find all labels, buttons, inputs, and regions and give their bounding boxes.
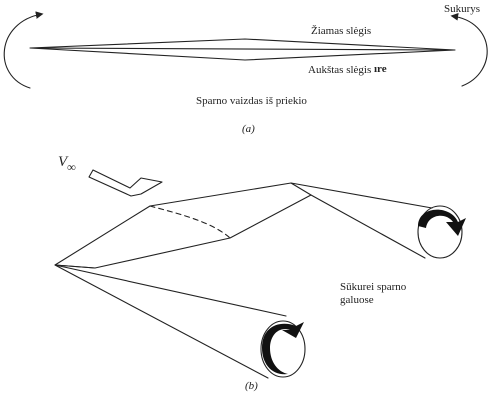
wingtip-vortices-label-line1: Sūkurei sparno xyxy=(340,281,407,293)
high-pressure-label: Aukštas slėgis xyxy=(308,64,371,76)
left-vortex-trail-upper xyxy=(54,264,287,317)
perspective-view-figure: V∞ Sūkurei sparno galuose (b) xyxy=(54,154,466,392)
freestream-velocity-label: V∞ xyxy=(58,154,76,174)
left-vortex-ring xyxy=(260,320,306,378)
left-vortex-trail-lower xyxy=(54,264,269,379)
right-vortex-arrow xyxy=(450,13,488,87)
right-vortex-trail xyxy=(290,182,433,209)
freestream-arrow xyxy=(88,169,163,197)
vortex-label: Sukurys xyxy=(444,3,480,15)
right-vortex-swirl xyxy=(418,209,466,236)
wing-cross-section xyxy=(29,38,456,61)
low-pressure-label: Žiamas slėgis xyxy=(311,25,371,37)
right-vortex-trail-lower xyxy=(310,194,426,259)
wing-center-line xyxy=(32,47,453,51)
front-view-figure: Žiamas slėgis Aukštas slėgis ıre Sukurys… xyxy=(3,3,488,135)
high-pressure-residue: ıre xyxy=(374,63,387,75)
caption-b: (b) xyxy=(245,380,258,392)
wing-planform xyxy=(54,182,312,269)
wingtip-vortices-label-line2: galuose xyxy=(340,294,374,306)
wing-lower-edge xyxy=(54,264,96,269)
wing-dashed-curve xyxy=(149,205,231,239)
right-vortex-ring xyxy=(417,205,463,259)
front-view-caption: Sparno vaizdas iš priekio xyxy=(196,95,307,107)
caption-a: (a) xyxy=(242,123,255,135)
left-vortex-arrow xyxy=(3,11,44,89)
left-vortex-swirl xyxy=(262,322,304,375)
